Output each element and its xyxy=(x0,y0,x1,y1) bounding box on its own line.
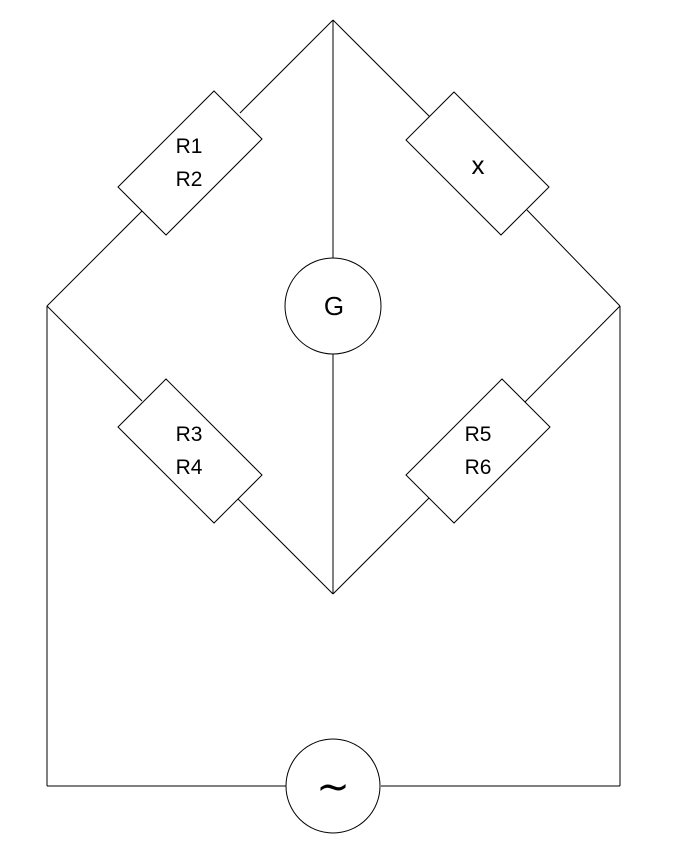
resistor-body xyxy=(117,90,263,236)
resistor-body xyxy=(405,91,550,236)
resistor-label: R2 xyxy=(176,168,203,191)
resistor-x: x xyxy=(405,91,550,236)
ac-source: ~ xyxy=(285,738,381,834)
galvanometer-circle xyxy=(284,257,382,355)
wire-right-upper xyxy=(526,209,621,307)
wire-left-upper xyxy=(46,210,143,307)
wire-top-right xyxy=(332,19,431,118)
wire-bottom-right xyxy=(332,496,431,595)
resistor-label: R4 xyxy=(176,456,203,479)
resistor-r3-r4: R3 R4 xyxy=(117,378,263,524)
wire-bottom-left xyxy=(237,498,334,595)
ac-source-symbol: ~ xyxy=(316,764,350,810)
wire-right-lower xyxy=(524,305,621,403)
resistor-label: x xyxy=(472,150,485,180)
wire-top-left xyxy=(239,19,334,114)
galvanometer: G xyxy=(284,257,382,355)
ac-source-circle xyxy=(285,738,381,834)
resistor-body xyxy=(117,378,263,524)
resistor-label: R6 xyxy=(465,456,492,479)
wires xyxy=(46,19,621,787)
resistor-label: R3 xyxy=(176,423,203,446)
resistor-r5-r6: R5 R6 xyxy=(405,378,551,524)
resistor-body xyxy=(405,378,551,524)
galvanometer-label: G xyxy=(324,291,344,321)
resistor-r1-r2: R1 R2 xyxy=(117,90,263,236)
resistor-label: R1 xyxy=(176,135,203,158)
wire-left-lower xyxy=(46,305,143,402)
resistor-label: R5 xyxy=(465,423,492,446)
